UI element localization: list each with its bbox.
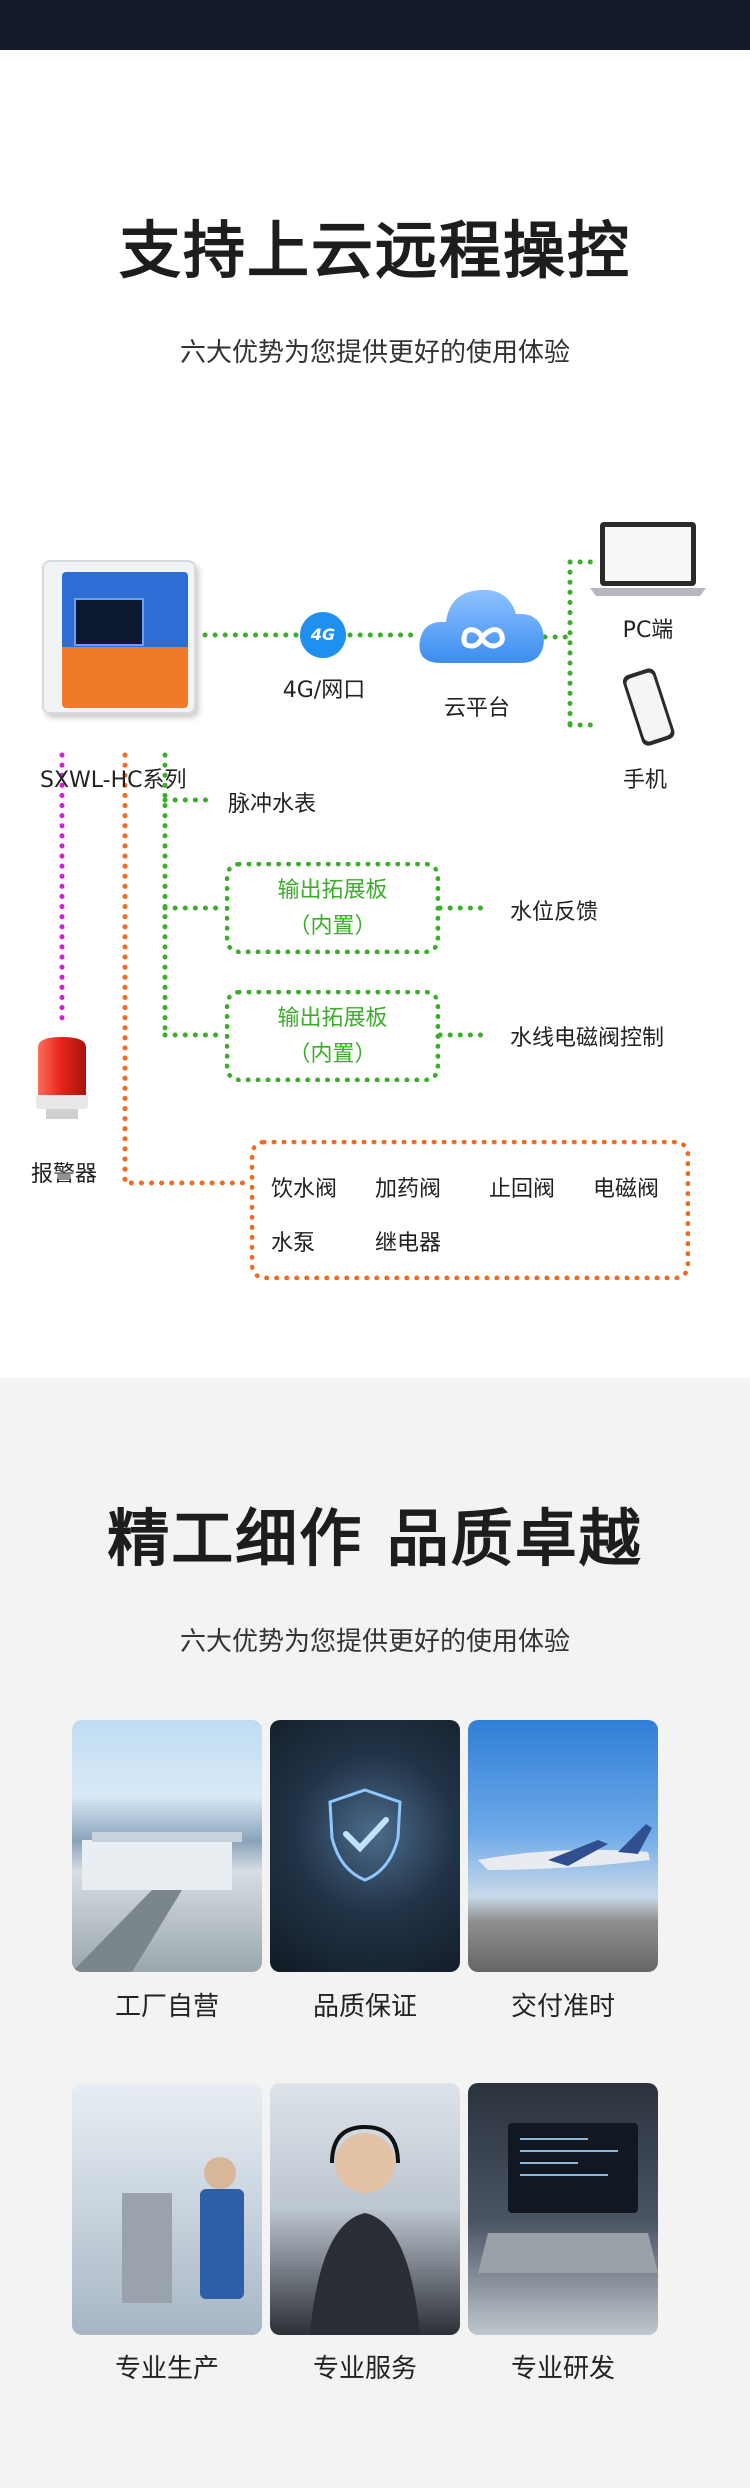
device-screen — [74, 598, 144, 646]
laptop-code-illustration — [478, 2123, 658, 2273]
4g-icon: 4G — [300, 612, 346, 658]
phone-icon — [622, 668, 675, 746]
service-image — [270, 2083, 460, 2335]
section-title: 支持上云远程操控 — [118, 214, 631, 287]
shield-check-icon — [328, 1788, 402, 1882]
valve-item: 饮水阀 — [271, 1177, 338, 1202]
section-subtitle: 六大优势为您提供更好的使用体验 — [179, 338, 570, 368]
card-caption: 专业服务 — [312, 2354, 417, 2384]
alarm-light-icon — [36, 1037, 88, 1119]
valve-item: 电磁阀 — [593, 1177, 660, 1202]
airplane-illustration — [478, 1824, 652, 1870]
airplane-image — [468, 1720, 658, 1972]
pulse-meter-label: 脉冲水表 — [228, 792, 317, 817]
controller-device-image — [42, 560, 196, 714]
card-caption: 品质保证 — [312, 1992, 417, 2022]
valves-box: 饮水阀 加药阀 止回阀 电磁阀 水泵 继电器 — [250, 1140, 690, 1280]
network-label: 4G/网口 — [282, 678, 366, 703]
device-label: SXWL-HC系列 — [40, 768, 187, 793]
cloud-label: 云平台 — [443, 696, 511, 721]
solenoid-control-label: 水线电磁阀控制 — [510, 1026, 665, 1051]
connection-lines — [59, 559, 601, 1186]
quality-image — [270, 1720, 460, 1972]
expansion-board-1: 输出拓展板 （内置） — [225, 862, 440, 954]
production-image — [72, 2083, 262, 2335]
section-title: 精工细作 品质卓越 — [107, 1502, 643, 1575]
line-valves — [122, 752, 253, 1186]
card-caption: 工厂自营 — [114, 1992, 219, 2022]
expansion-board-2-note: （内置） — [288, 1042, 377, 1067]
valve-item: 止回阀 — [489, 1177, 556, 1202]
worker-illustration — [122, 2157, 244, 2303]
water-level-label: 水位反馈 — [510, 900, 599, 925]
alarm-label: 报警器 — [30, 1162, 98, 1187]
expansion-board-2-title: 输出拓展板 — [277, 1006, 388, 1031]
valve-item: 继电器 — [375, 1231, 442, 1256]
valve-item: 水泵 — [271, 1231, 316, 1256]
quality-section: 精工细作 品质卓越 六大优势为您提供更好的使用体验 工厂自营 品质保证 交付准时 — [0, 1378, 750, 2488]
headset-agent-illustration — [310, 2124, 420, 2335]
remote-control-section: 支持上云远程操控 六大优势为您提供更好的使用体验 — [0, 50, 750, 1378]
factory-image — [72, 1720, 262, 1972]
laptop-icon — [590, 522, 706, 596]
factory-illustration — [72, 1832, 242, 1972]
section-subtitle: 六大优势为您提供更好的使用体验 — [179, 1627, 570, 1657]
expansion-board-2: 输出拓展板 （内置） — [225, 990, 440, 1082]
rd-image — [468, 2083, 658, 2335]
system-diagram: SXWL-HC系列 4G 4G/网口 云平台 PC端 — [0, 450, 750, 1350]
valve-item: 加药阀 — [375, 1177, 442, 1202]
card-caption: 专业研发 — [510, 2354, 615, 2384]
cloud-icon — [419, 589, 544, 663]
line-cloud-devices — [542, 559, 601, 728]
expansion-board-1-title: 输出拓展板 — [277, 878, 388, 903]
card-caption: 交付准时 — [510, 1992, 615, 2022]
expansion-board-1-note: （内置） — [288, 914, 377, 939]
pc-label: PC端 — [622, 618, 674, 643]
card-caption: 专业生产 — [114, 2354, 219, 2384]
top-bar — [0, 0, 750, 50]
phone-label: 手机 — [622, 768, 668, 793]
